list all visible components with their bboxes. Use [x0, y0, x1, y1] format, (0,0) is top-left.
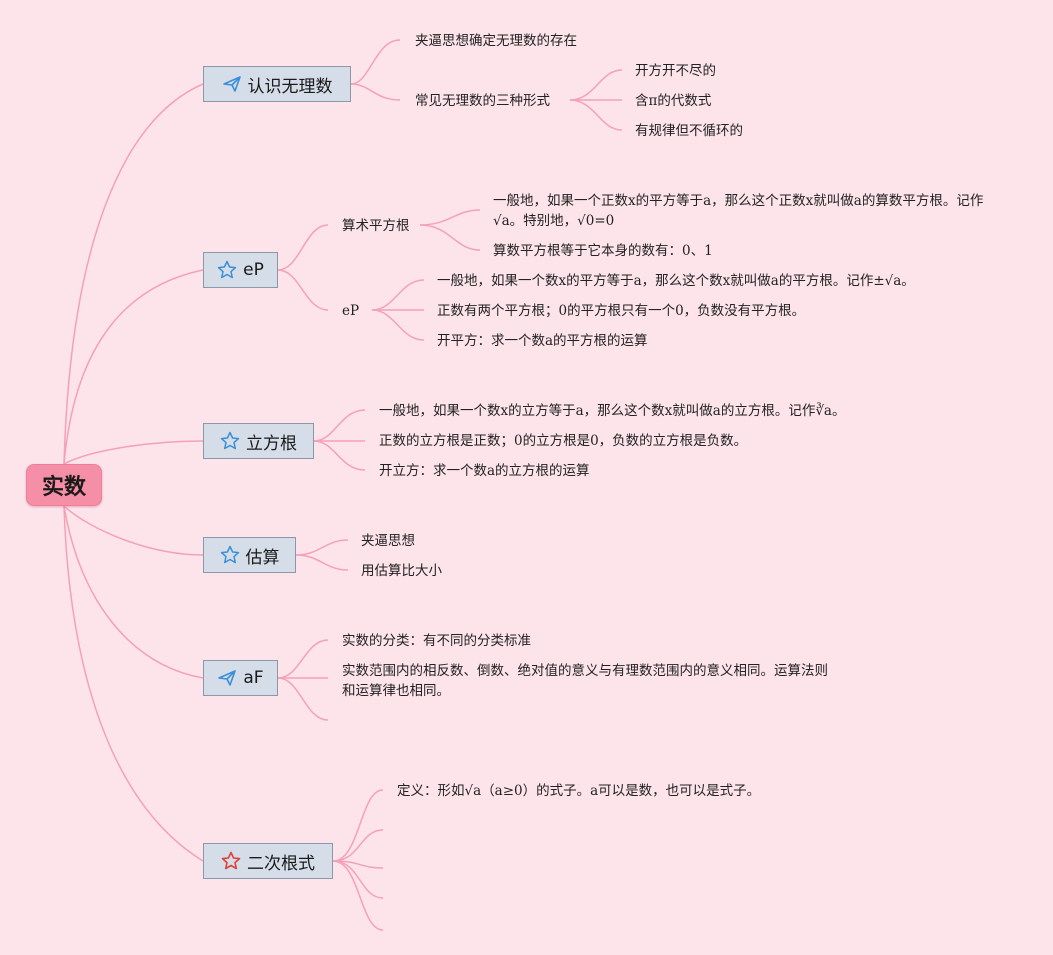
b2-sub-2: eP	[342, 303, 360, 319]
branch-node-5[interactable]: aF	[203, 660, 278, 696]
b1-form-1: 开方开不尽的	[635, 63, 716, 79]
branch-node-3[interactable]: 立方根	[203, 423, 314, 459]
branch-node-6[interactable]: 二次根式	[203, 843, 333, 879]
b4-item-2: 用估算比大小	[361, 563, 442, 579]
b1-text-2: 常见无理数的三种形式	[415, 93, 550, 109]
branch-label: 估算	[245, 547, 280, 568]
branch-node-4[interactable]: 估算	[203, 537, 296, 573]
star-icon	[220, 545, 239, 564]
b2-s1-item-1: 一般地，如果一个正数x的平方等于a，那么这个正数x就叫做a的算数平方根。记作√a…	[493, 193, 984, 229]
branch-label: 认识无理数	[247, 76, 333, 97]
b6-item-1: 定义：形如√a（a≥0）的式子。a可以是数，也可以是式子。	[397, 783, 761, 799]
b3-item-2: 正数的立方根是正数；0的立方根是0，负数的立方根是负数。	[379, 433, 748, 449]
branch-label: 立方根	[246, 433, 297, 454]
b1-form-3: 有规律但不循环的	[635, 123, 743, 139]
b2-s1-item-2: 算数平方根等于它本身的数有：0、1	[493, 243, 713, 259]
star-icon	[220, 431, 240, 450]
b4-item-1: 夹逼思想	[361, 533, 415, 549]
b2-sub-1: 算术平方根	[342, 218, 410, 234]
b2-s2-item-2: 正数有两个平方根；0的平方根只有一个0，负数没有平方根。	[437, 303, 806, 319]
star-icon	[217, 260, 237, 279]
b2-s2-item-3: 开平方：求一个数a的平方根的运算	[437, 333, 648, 349]
branch-label: aF	[243, 668, 264, 688]
root-label: 实数	[41, 475, 86, 500]
root-node[interactable]: 实数	[26, 464, 102, 506]
b5-item-1: 实数的分类：有不同的分类标准	[342, 633, 531, 649]
b3-item-3: 开立方：求一个数a的立方根的运算	[379, 463, 590, 479]
b1-form-2: 含π的代数式	[635, 93, 712, 109]
branch-node-1[interactable]: 认识无理数	[203, 66, 351, 102]
branch-node-2[interactable]: eP	[203, 252, 278, 288]
b1-text-1: 夹逼思想确定无理数的存在	[415, 33, 577, 49]
b2-s2-item-1: 一般地，如果一个数x的平方等于a，那么这个数x就叫做a的平方根。记作±√a。	[437, 273, 915, 289]
red-star-icon	[221, 851, 241, 870]
paper-plane-icon	[218, 670, 237, 686]
b3-item-1: 一般地，如果一个数x的立方等于a，那么这个数x就叫做a的立方根。记作∛a。	[379, 403, 846, 419]
paper-plane-icon	[222, 76, 241, 92]
b5-item-2: 实数范围内的相反数、倒数、绝对值的意义与有理数范围内的意义相同。运算法则和运算律…	[342, 663, 828, 699]
branch-label: 二次根式	[247, 853, 315, 874]
branch-label: eP	[243, 260, 264, 280]
